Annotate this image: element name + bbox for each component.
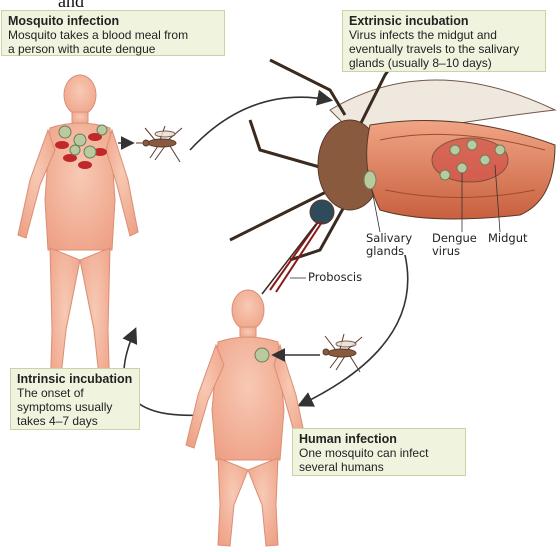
human-infection-title: Human infection xyxy=(299,432,459,446)
human-infection-text: One mosquito can infect several humans xyxy=(299,446,459,474)
extrinsic-incubation-text: Virus infects the midgut and eventually … xyxy=(349,28,539,70)
intrinsic-incubation-text: The onset of symptoms usually takes 4–7 … xyxy=(17,386,133,428)
extrinsic-incubation-box: Extrinsic incubation Virus infects the m… xyxy=(342,10,546,72)
human-figure-bottom xyxy=(186,290,306,546)
salivary-glands-label: Salivary glands xyxy=(366,232,412,258)
human-infection-box: Human infection One mosquito can infect … xyxy=(292,428,466,476)
small-mosquito-top xyxy=(136,126,182,162)
proboscis-label: Proboscis xyxy=(308,271,362,284)
dengue-virus-label: Dengue virus xyxy=(432,232,477,258)
virus-on-arm xyxy=(255,348,269,362)
midgut-label: Midgut xyxy=(488,232,528,245)
extrinsic-incubation-title: Extrinsic incubation xyxy=(349,14,539,28)
mosquito-infection-box: Mosquito infection Mosquito takes a bloo… xyxy=(1,10,225,56)
cycle-arrow-top xyxy=(190,97,330,150)
mosquito-infection-text: Mosquito takes a blood meal from a perso… xyxy=(8,28,218,56)
mosquito-infection-title: Mosquito infection xyxy=(8,14,218,28)
small-mosquito-bottom xyxy=(323,334,362,372)
intrinsic-incubation-box: Intrinsic incubation The onset of sympto… xyxy=(10,368,140,430)
human-figure-top xyxy=(18,75,138,404)
intrinsic-incubation-title: Intrinsic incubation xyxy=(17,372,133,386)
